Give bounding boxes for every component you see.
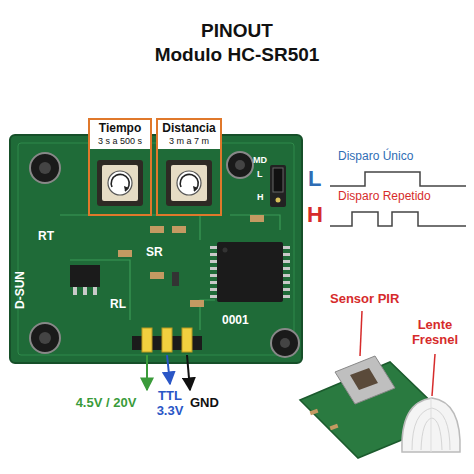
part-label: Sensor PIR (330, 292, 399, 307)
leader-line (432, 354, 435, 396)
pin-label: GND (190, 396, 219, 411)
box-title: Tiempo (99, 122, 141, 136)
capacitor (30, 323, 60, 353)
repeat-trigger-wave (330, 212, 466, 226)
silkscreen-label: RT (38, 230, 54, 244)
silkscreen-label: 0001 (222, 314, 249, 328)
mode-label: Disparo Único (338, 150, 413, 164)
regulator (70, 265, 100, 295)
silkscreen-label: MD (253, 155, 267, 165)
part-label: Lente Fresnel (404, 318, 466, 348)
smd-parts (118, 215, 264, 307)
box-heading-ground: Distancia3 m a 7 m (158, 120, 220, 149)
capacitor (227, 152, 253, 178)
silkscreen-label: L (257, 169, 263, 179)
jumper (270, 165, 286, 207)
mode-label: Disparo Repetido (338, 190, 431, 204)
box-title: Distancia (162, 122, 215, 136)
mode-letter: H (307, 202, 323, 227)
fresnel-lens (402, 398, 460, 452)
single-trigger-wave (330, 172, 466, 186)
silkscreen-label: SR (146, 246, 163, 260)
ic-chip (210, 242, 290, 302)
title: PINOUT (201, 20, 273, 42)
pin-arrow (187, 355, 190, 390)
pin-label: TTL 3.3V (150, 389, 190, 419)
silkscreen-label: H (257, 192, 264, 202)
pin-label: 4.5V / 20V (76, 396, 137, 411)
pin-arrow (167, 355, 170, 384)
range-text: 3 m a 7 m (169, 136, 209, 146)
range-text: 3 s a 500 s (98, 136, 142, 146)
pin-arrow (146, 355, 148, 390)
mode-letter: L (308, 166, 321, 191)
silkscreen-label: RL (110, 298, 126, 312)
pin-header (132, 328, 202, 352)
setting-box: Distancia3 m a 7 m (156, 118, 222, 216)
setting-box: Tiempo3 s a 500 s (88, 118, 152, 216)
capacitor (271, 329, 299, 357)
capacitor (30, 153, 60, 183)
leader-line (360, 311, 362, 356)
subtitle: Modulo HC-SR501 (155, 44, 320, 66)
potentiometer (97, 160, 143, 206)
potentiometer (166, 160, 212, 206)
box-heading-ground: Tiempo3 s a 500 s (90, 120, 150, 149)
brand-label: D-SUN (14, 271, 28, 309)
